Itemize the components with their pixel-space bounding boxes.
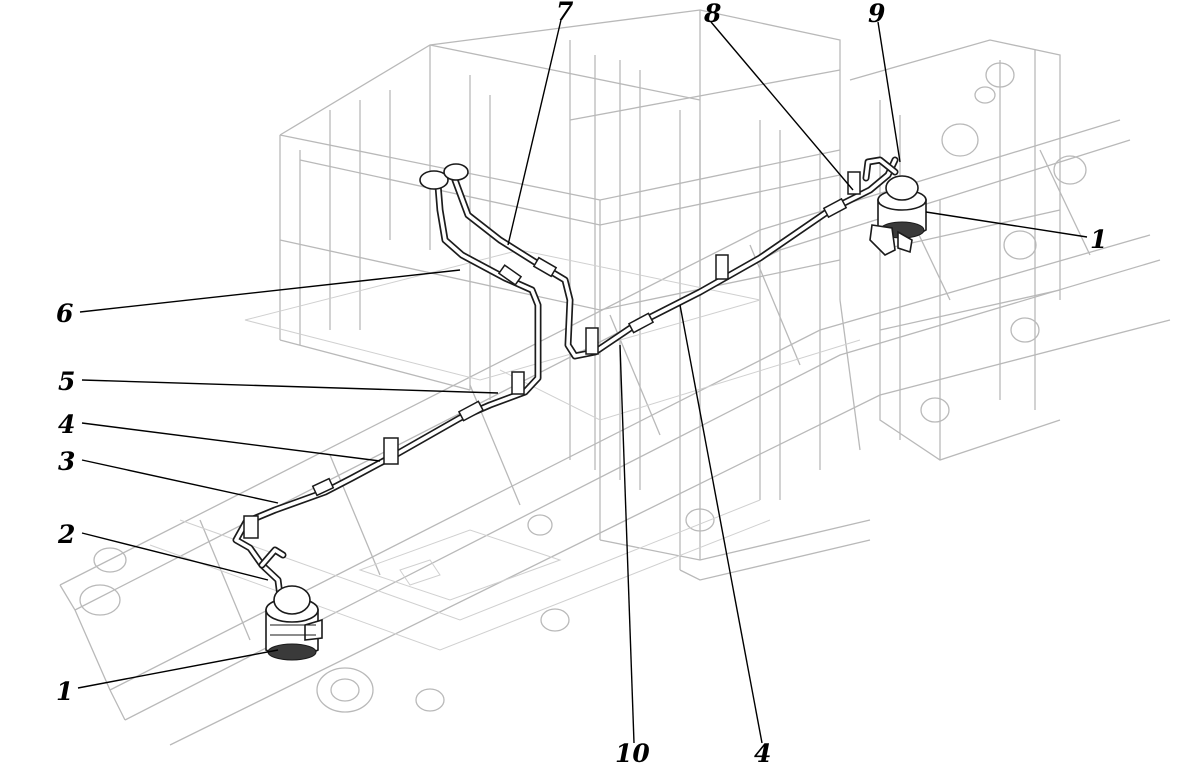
callout-8: 8 [703,0,721,28]
callout-9: 9 [868,0,885,28]
callout-7: 7 [556,0,574,26]
callout-4-left: 4 [58,410,75,439]
unit-1-top [862,156,927,256]
unit-1-bottom [265,585,323,661]
callout-5: 5 [58,367,75,396]
top-flange-left [419,170,449,190]
callout-1-bottom: 1 [56,677,73,706]
callout-4-bottom: 4 [754,739,771,765]
callout-3: 3 [58,447,75,476]
callout-2: 2 [57,520,75,549]
callout-10: 10 [615,739,650,765]
callout-1-top: 1 [1090,225,1107,254]
callout-6: 6 [56,299,73,328]
pipeline [232,156,899,616]
leader-lines [77,19,1088,744]
callouts: 1 1 2 3 4 5 6 7 8 9 10 4 [56,0,1107,765]
vehicle-frame [59,9,1171,746]
top-flange-right [443,163,469,181]
